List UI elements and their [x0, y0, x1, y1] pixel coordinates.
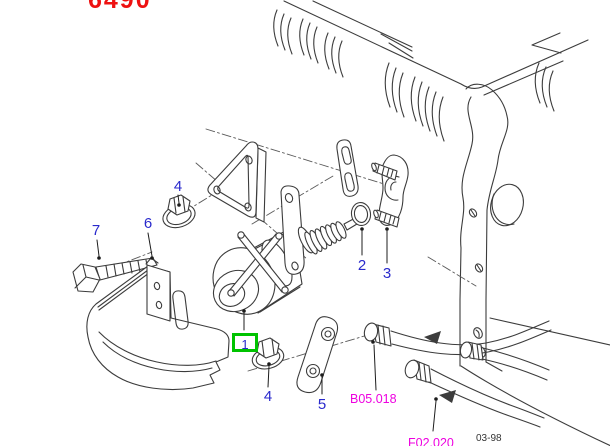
cross-reference-b05-018[interactable]: B05.018 [350, 392, 397, 406]
studs-part-3[interactable] [371, 154, 409, 228]
hose-assembly-upper[interactable] [363, 320, 552, 381]
triangular-gasket-plate[interactable] [207, 141, 267, 223]
date-code: 03-98 [476, 433, 502, 444]
selected-callout-box[interactable]: 1 [232, 333, 258, 352]
callout-7[interactable]: 7 [91, 222, 101, 239]
section-code: 6490 [88, 0, 152, 14]
callout-3[interactable]: 3 [382, 265, 392, 282]
blanking-plate-part-5[interactable] [296, 316, 339, 394]
callout-4-lower[interactable]: 4 [263, 388, 273, 405]
heat-shield-part-6[interactable] [86, 257, 230, 391]
cross-reference-f02-020[interactable]: F02.020 [408, 436, 454, 446]
callout-5[interactable]: 5 [317, 396, 327, 413]
pump-part-1[interactable] [202, 185, 365, 325]
o-ring-part-2[interactable] [350, 201, 372, 227]
callout-4-upper[interactable]: 4 [173, 178, 183, 195]
callout-2[interactable]: 2 [357, 257, 367, 274]
block-hatch-marks [273, 9, 555, 142]
callout-1: 1 [241, 337, 249, 352]
flange-nut-lower-part-4[interactable] [250, 337, 286, 372]
callout-6[interactable]: 6 [143, 215, 153, 232]
engine-block-line-art [273, 0, 610, 446]
bolt-part-7[interactable] [72, 257, 158, 293]
hose-assembly-lower[interactable] [403, 358, 545, 428]
slotted-spacer-bracket[interactable] [336, 139, 359, 197]
callout-leader-lines [96, 194, 438, 432]
